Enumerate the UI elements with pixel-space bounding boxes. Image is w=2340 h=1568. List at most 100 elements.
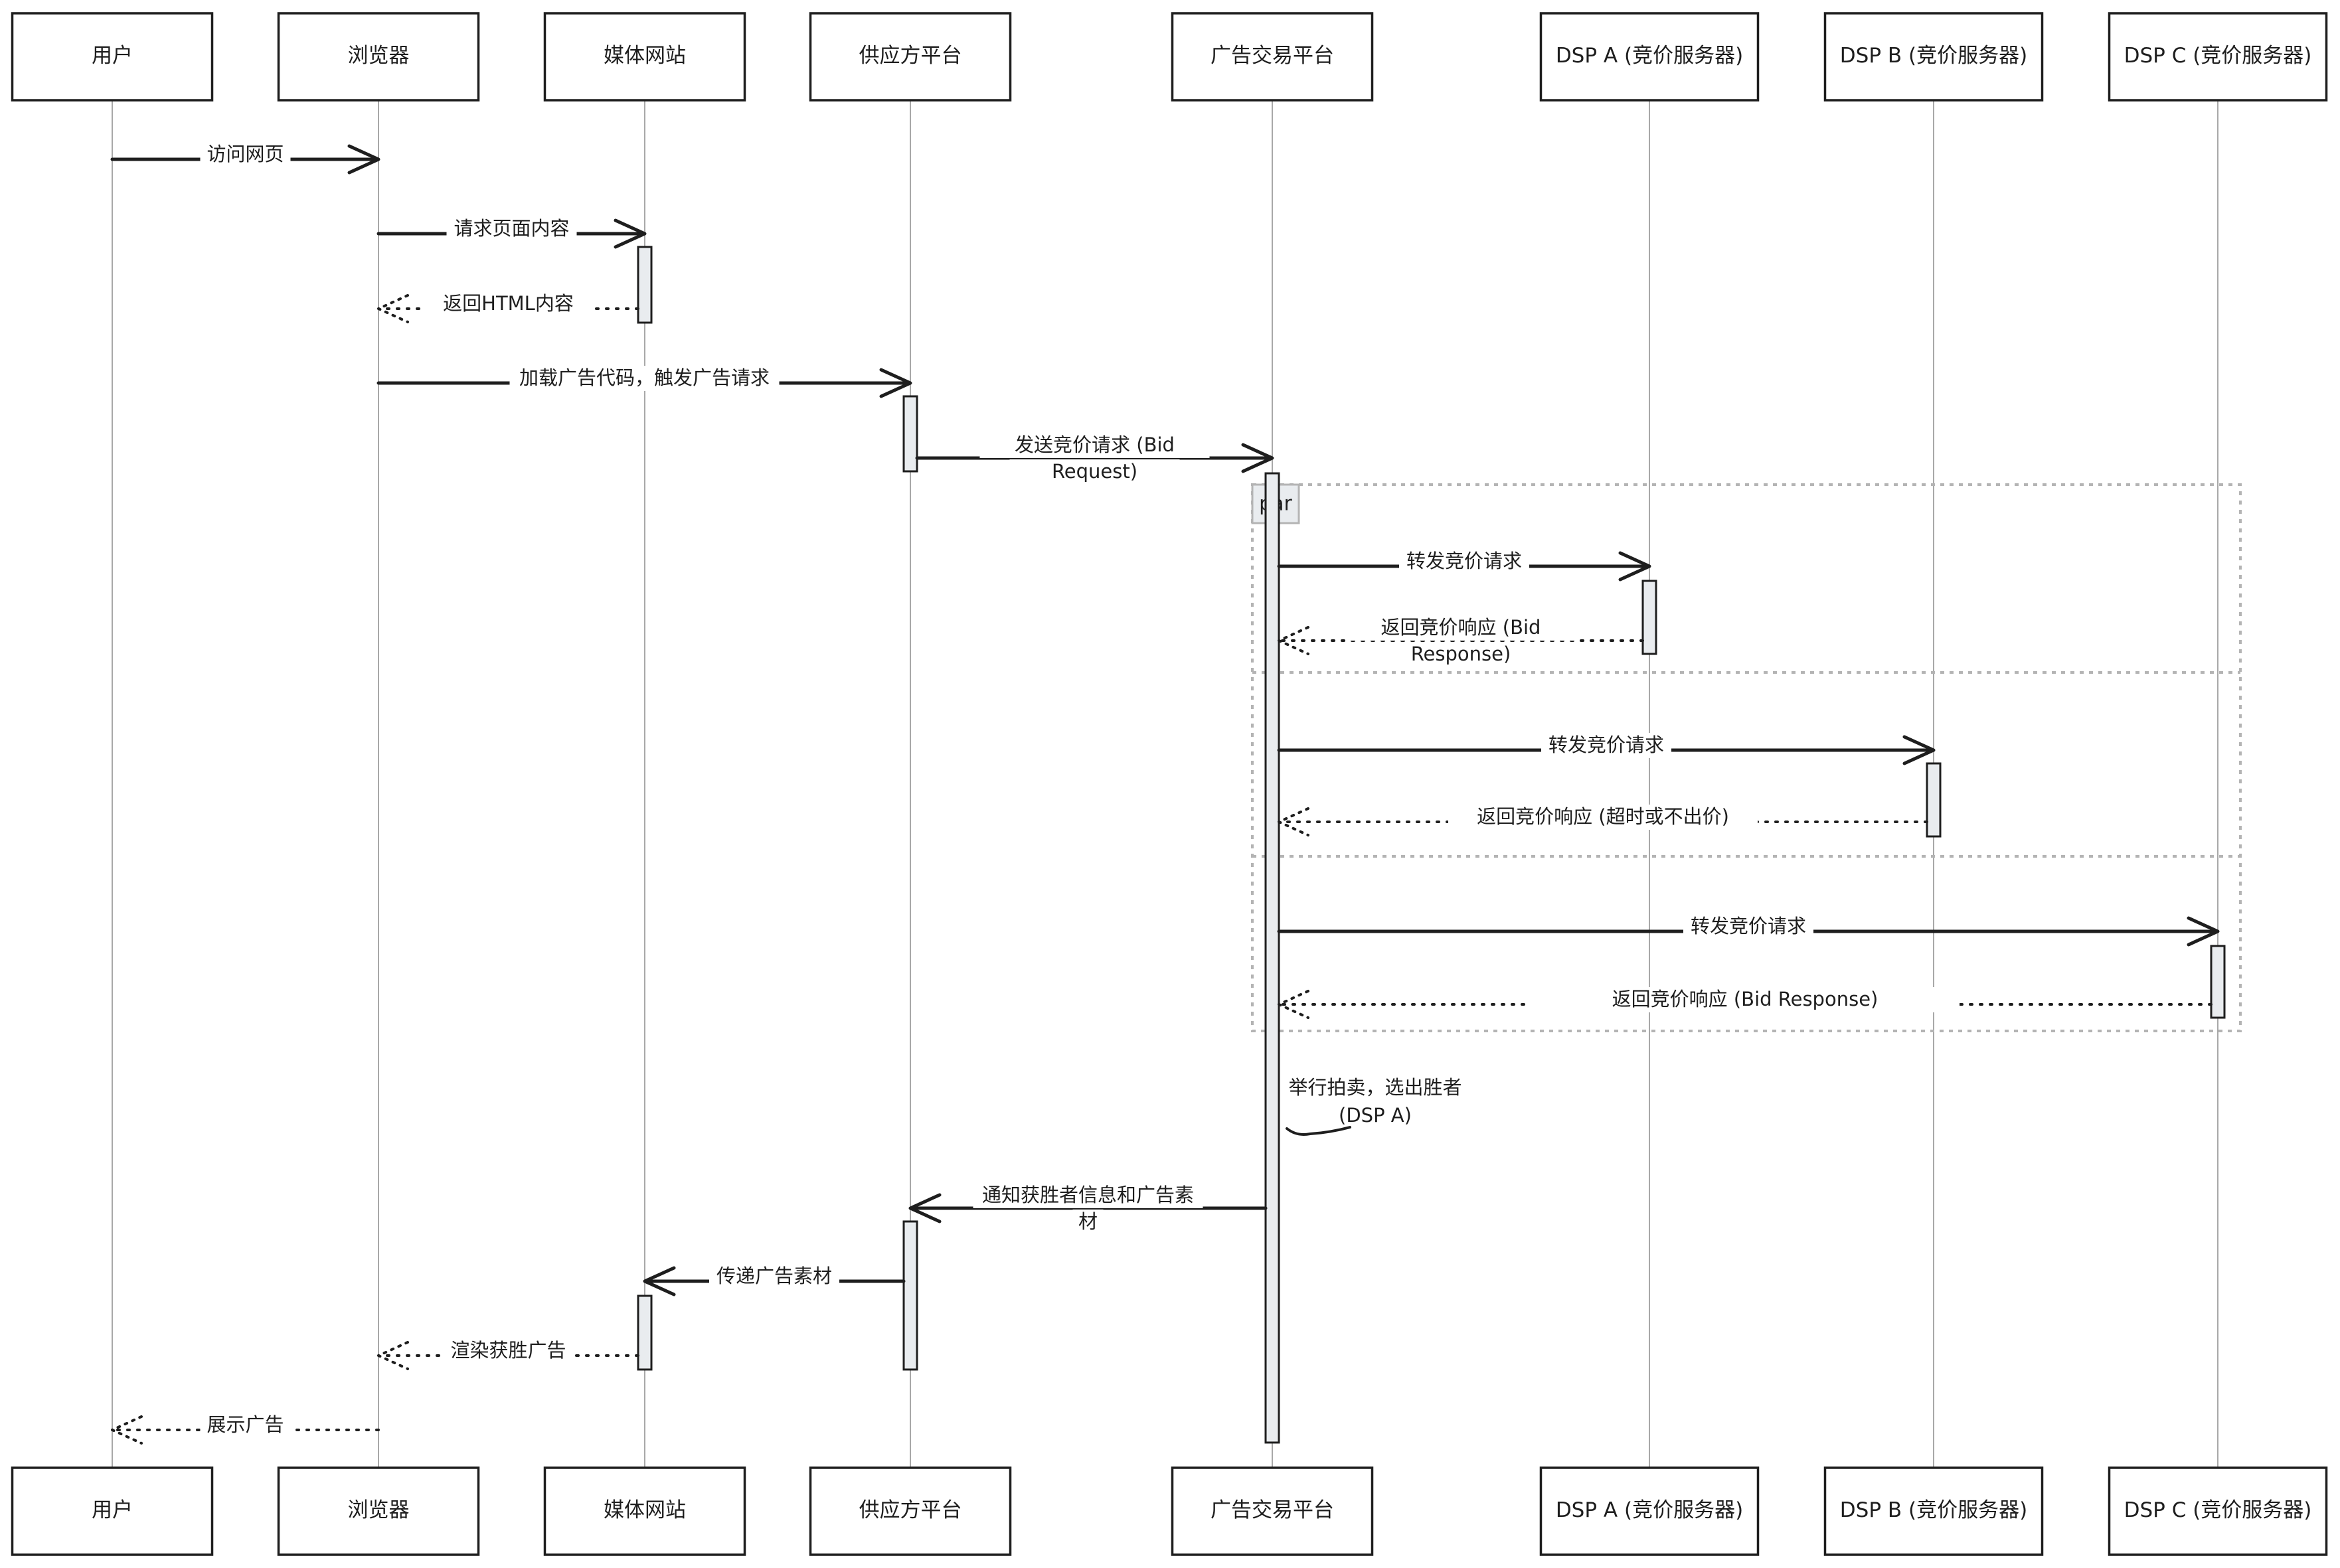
arrow-head (1902, 735, 1936, 765)
actor-user-top: 用户 (11, 12, 214, 102)
actor-dspc-top: DSP C (竞价服务器) (2108, 12, 2328, 102)
label-background (1072, 1210, 1104, 1235)
actor-box (809, 12, 1012, 102)
activation-adx (1264, 472, 1280, 1444)
message-15: 渲染获胜广告 (377, 1338, 639, 1370)
actor-label: 供应方平台 (859, 44, 962, 68)
arrow-head (908, 1193, 942, 1223)
actor-box (1823, 12, 2044, 102)
self-message-curve (1286, 1126, 1351, 1136)
label-background (423, 291, 594, 317)
par-frame (1251, 483, 2242, 1032)
activation-media (637, 1294, 653, 1371)
message-label: 访问网页 (207, 143, 284, 165)
message-label: Request) (1052, 460, 1137, 483)
actor-box (1171, 12, 1374, 102)
message-label: 转发竞价请求 (1406, 550, 1522, 572)
actor-browser-bottom: 浏览器 (277, 1466, 480, 1556)
actor-ssp-top: 供应方平台 (809, 12, 1012, 102)
message-label: 请求页面内容 (454, 217, 569, 240)
actor-label: 浏览器 (348, 1498, 410, 1522)
arrow-head (614, 218, 647, 249)
actor-label: 媒体网站 (604, 1498, 686, 1522)
actor-box (1171, 1466, 1374, 1556)
actor-user-bottom: 用户 (11, 1466, 214, 1556)
actor-label: 广告交易平台 (1211, 44, 1334, 68)
actor-label: 媒体网站 (604, 44, 686, 68)
label-background (1366, 642, 1556, 667)
message-label: 返回竞价响应 (Bid (1381, 616, 1541, 639)
arrow-head (1278, 626, 1309, 655)
actor-box (277, 1466, 480, 1556)
activation-ssp (902, 1220, 918, 1371)
actor-label: 用户 (92, 44, 133, 68)
actor-dspb-bottom: DSP B (竞价服务器) (1823, 1466, 2044, 1556)
arrow-head (377, 294, 409, 323)
message-16: 展示广告 (111, 1413, 380, 1445)
actor-label: DSP B (竞价服务器) (1840, 44, 2027, 68)
arrow-head (377, 1341, 409, 1370)
label-background (509, 366, 780, 391)
actor-browser-top: 浏览器 (277, 12, 480, 102)
actor-dspa-top: DSP A (竞价服务器) (1539, 12, 1760, 102)
actor-media-bottom: 媒体网站 (543, 1466, 746, 1556)
message-8: 转发竞价请求 (1277, 733, 1936, 765)
arrow-head (111, 1415, 143, 1445)
label-background (979, 433, 1210, 458)
arrow-head (2187, 916, 2220, 947)
message-3: 返回HTML内容 (377, 291, 639, 323)
actor-label: DSP C (竞价服务器) (2124, 44, 2312, 68)
label-background (1009, 459, 1180, 485)
actor-label: DSP A (竞价服务器) (1556, 1498, 1743, 1522)
message-4: 加载广告代码，触发广告请求 (376, 366, 912, 398)
actor-label: 广告交易平台 (1211, 1498, 1334, 1522)
label-background (973, 1183, 1203, 1208)
actor-box (809, 1466, 1012, 1556)
arrow-head (1618, 551, 1651, 582)
actor-label: 浏览器 (348, 44, 410, 68)
activation-dspc (2210, 945, 2226, 1019)
arrow-head (1241, 443, 1274, 473)
message-9: 返回竞价响应 (超时或不出价) (1278, 805, 1928, 836)
message-11: 返回竞价响应 (Bid Response) (1278, 987, 2213, 1019)
message-label: 加载广告代码，触发广告请求 (519, 366, 770, 389)
message-label: 转发竞价请求 (1691, 915, 1806, 937)
activation-dspb (1926, 762, 1942, 838)
actor-label: DSP C (竞价服务器) (2124, 1498, 2312, 1522)
arrow-head (643, 1266, 676, 1296)
message-label: 材 (1078, 1210, 1098, 1233)
actor-dspa-bottom: DSP A (竞价服务器) (1539, 1466, 1760, 1556)
arrow-head (1278, 807, 1309, 836)
message-label: 发送竞价请求 (Bid (1015, 433, 1175, 456)
label-background (1541, 733, 1671, 758)
actor-dspc-bottom: DSP C (竞价服务器) (2108, 1466, 2328, 1556)
message-1: 访问网页 (110, 142, 380, 175)
label-background (1346, 615, 1576, 641)
label-background (443, 1338, 574, 1364)
activation-media (637, 246, 653, 324)
actor-box (11, 1466, 214, 1556)
message-label: 通知获胜者信息和广告素 (982, 1184, 1194, 1206)
message-label: 返回竞价响应 (超时或不出价) (1477, 805, 1729, 828)
actor-box (1823, 1466, 2044, 1556)
actor-box (277, 12, 480, 102)
actor-box (2108, 12, 2328, 102)
actor-adx-bottom: 广告交易平台 (1171, 1466, 1374, 1556)
label-background (200, 1413, 291, 1438)
actors-bottom: 用户 浏览器 媒体网站 供应方平台 广告交易平台 DSP A (竞价服务器) DSP B (… (11, 1466, 2328, 1556)
message-label: 返回竞价响应 (Bid Response) (1612, 988, 1879, 1010)
message-10: 转发竞价请求 (1277, 914, 2220, 947)
actor-box (2108, 1466, 2328, 1556)
message-label: (DSP A) (1339, 1104, 1412, 1127)
activation-ssp (902, 395, 918, 473)
actor-label: 供应方平台 (859, 1498, 962, 1522)
actors-top: 用户 浏览器 媒体网站 供应方平台 广告交易平台 DSP A (竞价服务器) DSP B (… (11, 12, 2328, 102)
message-label: 返回HTML内容 (443, 292, 574, 315)
message-12: 举行拍卖，选出胜者(DSP A) (1286, 1076, 1462, 1136)
message-label: 传递广告素材 (716, 1265, 832, 1287)
activation-bars (637, 246, 2226, 1444)
message-label: 展示广告 (207, 1413, 284, 1436)
